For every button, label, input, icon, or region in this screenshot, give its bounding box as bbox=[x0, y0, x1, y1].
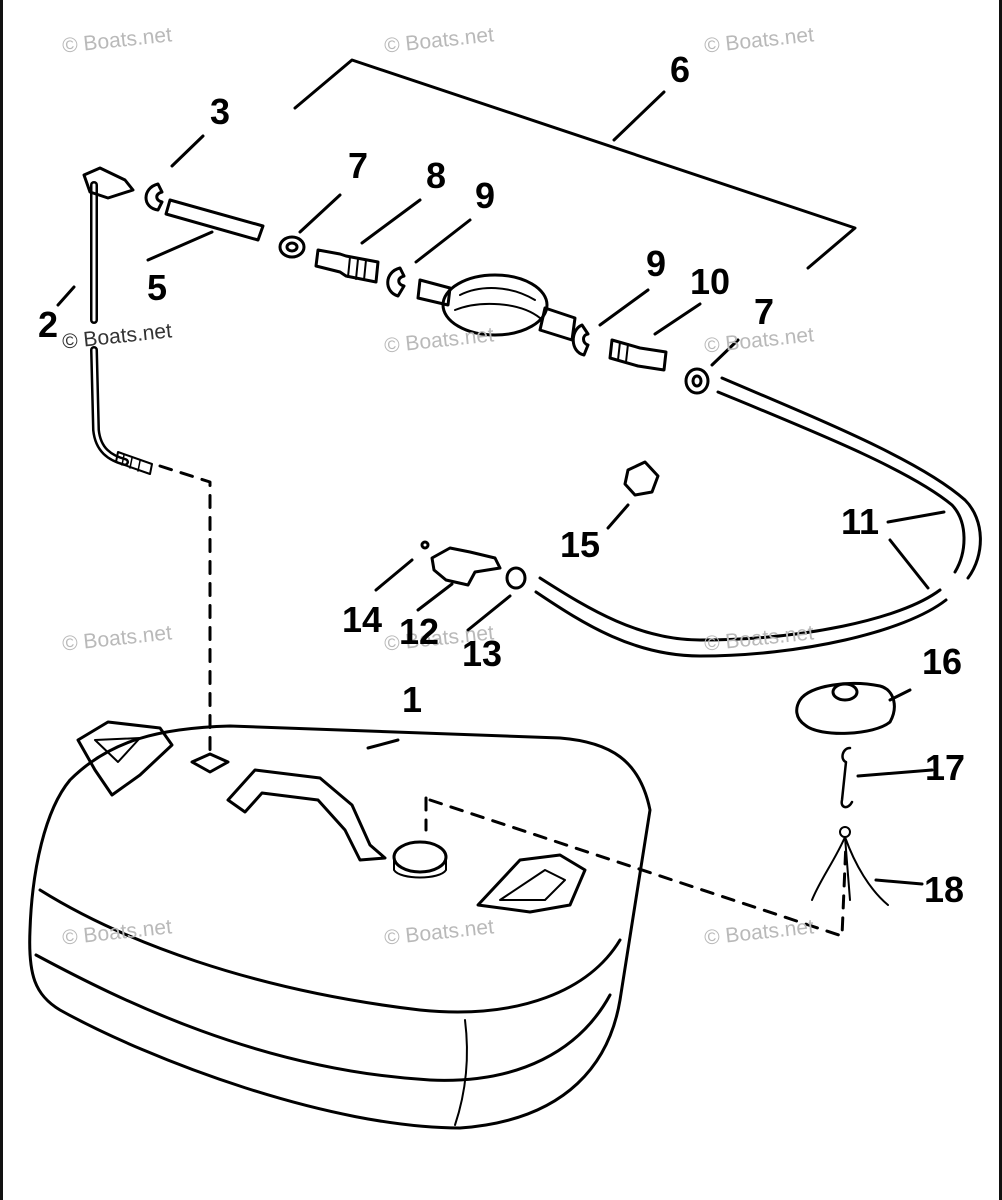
tank-connector-port bbox=[190, 752, 230, 774]
chain-link-17 bbox=[840, 746, 854, 809]
primer-bulb bbox=[416, 273, 577, 342]
nut-15 bbox=[623, 460, 660, 497]
check-valve-9b bbox=[571, 323, 590, 357]
tank-left-grip bbox=[76, 720, 174, 797]
tank-carry-handle bbox=[226, 768, 387, 862]
callout-15: 15 bbox=[559, 524, 601, 565]
callout-8: 8 bbox=[425, 155, 447, 196]
tank-side-crease bbox=[454, 1019, 468, 1126]
callout-16: 16 bbox=[921, 641, 963, 682]
callout-10: 10 bbox=[689, 261, 731, 302]
hose-clamp-13 bbox=[505, 566, 527, 590]
connector-8 bbox=[314, 248, 380, 284]
callout-6: 6 bbox=[669, 49, 691, 90]
tank-filler-neck bbox=[392, 840, 448, 874]
check-valve-9a bbox=[386, 266, 406, 298]
callout-9b: 9 bbox=[645, 243, 667, 284]
fuel-cap-16 bbox=[795, 682, 896, 735]
fuel-gauge-rod bbox=[82, 166, 153, 475]
connector-10 bbox=[608, 338, 668, 372]
callout-7a: 7 bbox=[347, 145, 369, 186]
guide-lines bbox=[158, 464, 848, 938]
callout-13: 13 bbox=[461, 633, 503, 674]
callout-17: 17 bbox=[924, 747, 966, 788]
leader-lines bbox=[56, 90, 946, 886]
fuel-hose-11 bbox=[720, 376, 982, 580]
callout-18: 18 bbox=[923, 869, 965, 910]
o-ring-14 bbox=[420, 540, 430, 550]
callout-1: 1 bbox=[401, 679, 423, 720]
tank-top-edge bbox=[38, 888, 622, 1014]
tank-right-grip bbox=[476, 853, 587, 914]
callout-14: 14 bbox=[341, 599, 383, 640]
hose-clamp-7b bbox=[684, 367, 710, 395]
callout-2: 2 bbox=[37, 304, 59, 345]
rod-elbow bbox=[82, 166, 135, 200]
callout-7b: 7 bbox=[753, 291, 775, 332]
callout-3: 3 bbox=[209, 91, 231, 132]
bracket-6 bbox=[293, 58, 857, 270]
callout-5: 5 bbox=[146, 267, 168, 308]
hose-5 bbox=[164, 198, 265, 242]
chain-18 bbox=[811, 826, 889, 906]
tank-base-rim bbox=[34, 953, 612, 1082]
callout-12: 12 bbox=[398, 611, 440, 652]
tank-body bbox=[28, 724, 652, 1130]
fitting-12 bbox=[430, 546, 502, 587]
callout-9a: 9 bbox=[474, 175, 496, 216]
clip-3 bbox=[144, 182, 164, 212]
hose-clamp-7a bbox=[278, 235, 306, 259]
fuel-tank bbox=[28, 720, 652, 1130]
callout-11: 11 bbox=[840, 501, 880, 542]
